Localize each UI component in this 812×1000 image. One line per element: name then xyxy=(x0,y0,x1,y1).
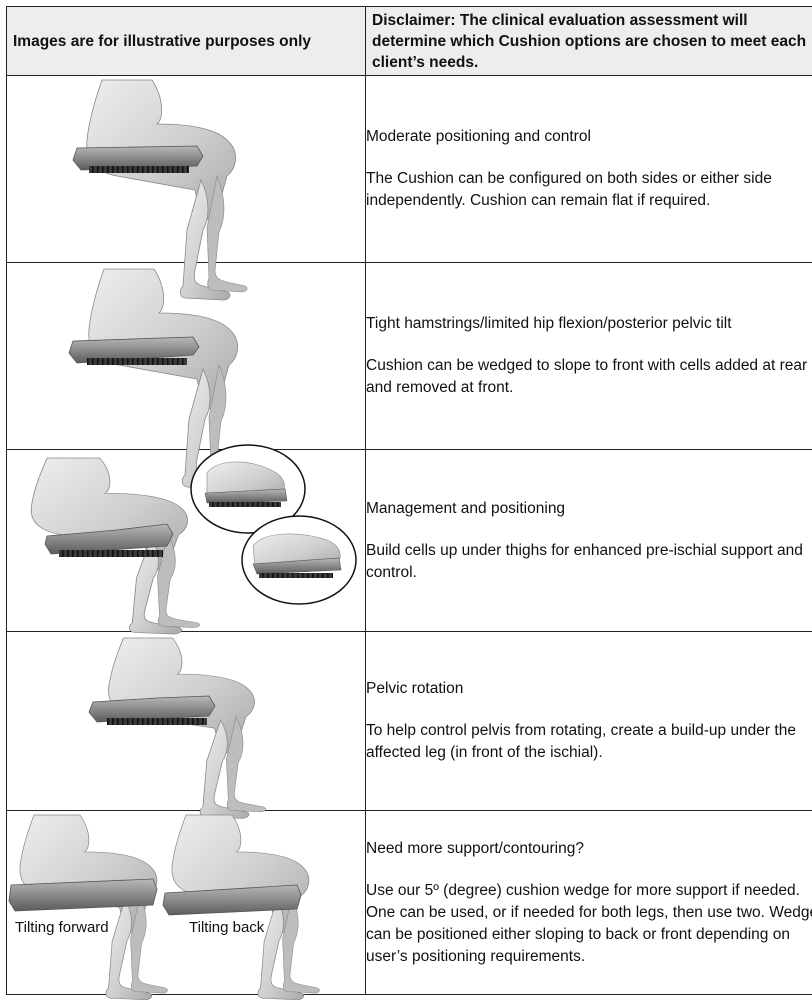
table-row: Management and positioning Build cells u… xyxy=(6,449,812,635)
description-cell: Pelvic rotation To help control pelvis f… xyxy=(365,631,812,811)
row-title: Tight hamstrings/limited hip flexion/pos… xyxy=(366,315,732,332)
header-disclaimer-cell: Disclaimer: The clinical evaluation asse… xyxy=(365,6,812,76)
figure-tilting-forward xyxy=(8,814,168,1000)
description-cell: Need more support/contouring? Use our 5º… xyxy=(365,810,812,995)
figure-tilting-back xyxy=(162,814,320,1000)
illustration-cell xyxy=(6,631,366,819)
description-cell: Management and positioning Build cells u… xyxy=(365,449,812,632)
row-title: Moderate positioning and control xyxy=(366,128,591,145)
cushion-shape xyxy=(44,523,174,555)
seated-figure-pelvic-rotation xyxy=(88,637,267,819)
illustration-cell xyxy=(6,75,366,301)
row-title: Management and positioning xyxy=(366,499,566,517)
seated-figures-wedge-tilt: Tilting forward Tilting back xyxy=(8,814,320,1000)
illustration-cell xyxy=(6,449,366,635)
description-cell: Tight hamstrings/limited hip flexion/pos… xyxy=(365,262,812,450)
caption-tilting-forward: Tilting forward xyxy=(15,919,109,936)
seated-figure-wedged-cushion xyxy=(68,268,306,534)
header-left-cell: Images are for illustrative purposes onl… xyxy=(6,6,366,76)
cushion-cells xyxy=(89,166,189,173)
row-body: Build cells up under thighs for enhanced… xyxy=(366,541,803,581)
caption-tilting-back: Tilting back xyxy=(189,919,265,936)
cushion-cells xyxy=(59,550,163,557)
illustration-cell xyxy=(6,262,366,534)
row-body: Cushion can be wedged to slope to front … xyxy=(366,357,808,396)
illustration-cell: Tilting forward Tilting back xyxy=(6,810,366,1000)
table-row: Tight hamstrings/limited hip flexion/pos… xyxy=(6,262,812,534)
row-title: Pelvic rotation xyxy=(366,680,464,697)
row-title: Need more support/contouring? xyxy=(366,839,584,857)
positioning-table: Images are for illustrative purposes onl… xyxy=(6,6,812,1000)
detail-zoom-circle xyxy=(241,515,357,605)
table-row: Moderate positioning and control The Cus… xyxy=(6,75,812,301)
seated-figure-thigh-buildup xyxy=(30,457,357,635)
row-body: The Cushion can be configured on both si… xyxy=(366,170,772,209)
cushion-shape xyxy=(72,145,204,171)
cushion-cells xyxy=(87,358,187,365)
cushion-shape xyxy=(68,336,200,364)
description-cell: Moderate positioning and control The Cus… xyxy=(365,75,812,263)
cushion-cells xyxy=(107,718,207,725)
cushion-shape xyxy=(88,695,216,723)
table-header-row: Images are for illustrative purposes onl… xyxy=(6,6,812,76)
row-body: To help control pelvis from rotating, cr… xyxy=(366,722,796,761)
seated-figure-flat-cushion xyxy=(72,79,248,301)
row-body: Use our 5º (degree) cushion wedge for mo… xyxy=(366,881,812,965)
table-row: Pelvic rotation To help control pelvis f… xyxy=(6,631,812,819)
table-row: Tilting forward Tilting back Need more s… xyxy=(6,810,812,1000)
